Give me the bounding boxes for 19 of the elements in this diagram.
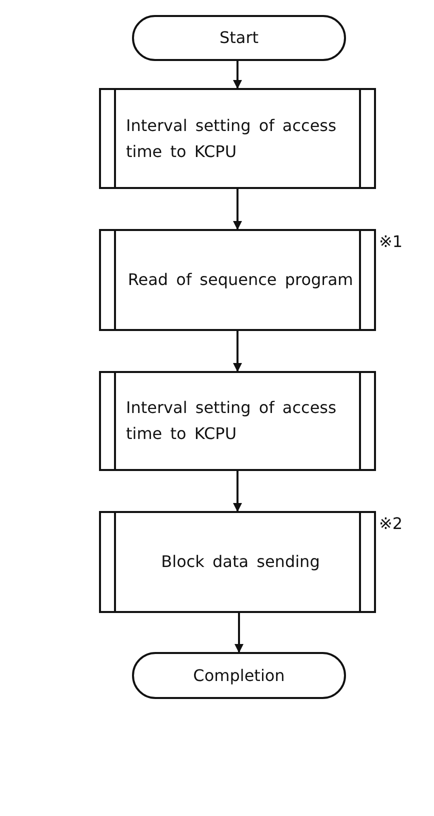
terminal-shape xyxy=(133,16,345,60)
terminal-shape xyxy=(133,653,345,698)
arrow xyxy=(233,188,242,230)
node-text: Interval setting of access time to KCPU xyxy=(126,114,338,162)
predefined-process-box xyxy=(100,230,375,330)
predefined-process-box xyxy=(100,89,375,188)
node-text: Read of sequence program xyxy=(128,269,354,291)
arrow xyxy=(233,60,242,89)
footnote-mark: ※1 xyxy=(379,232,403,251)
predefined-process-box xyxy=(100,372,375,470)
node-text: Interval setting of access time to KCPU xyxy=(126,397,338,445)
arrow xyxy=(234,612,244,653)
node-text: Start xyxy=(219,27,259,49)
node-text: Block data sending xyxy=(161,551,320,573)
predefined-process-box xyxy=(100,512,375,612)
arrow xyxy=(233,330,242,372)
arrow xyxy=(233,470,242,512)
node-text: Completion xyxy=(193,664,285,686)
footnote-mark: ※2 xyxy=(379,514,403,533)
